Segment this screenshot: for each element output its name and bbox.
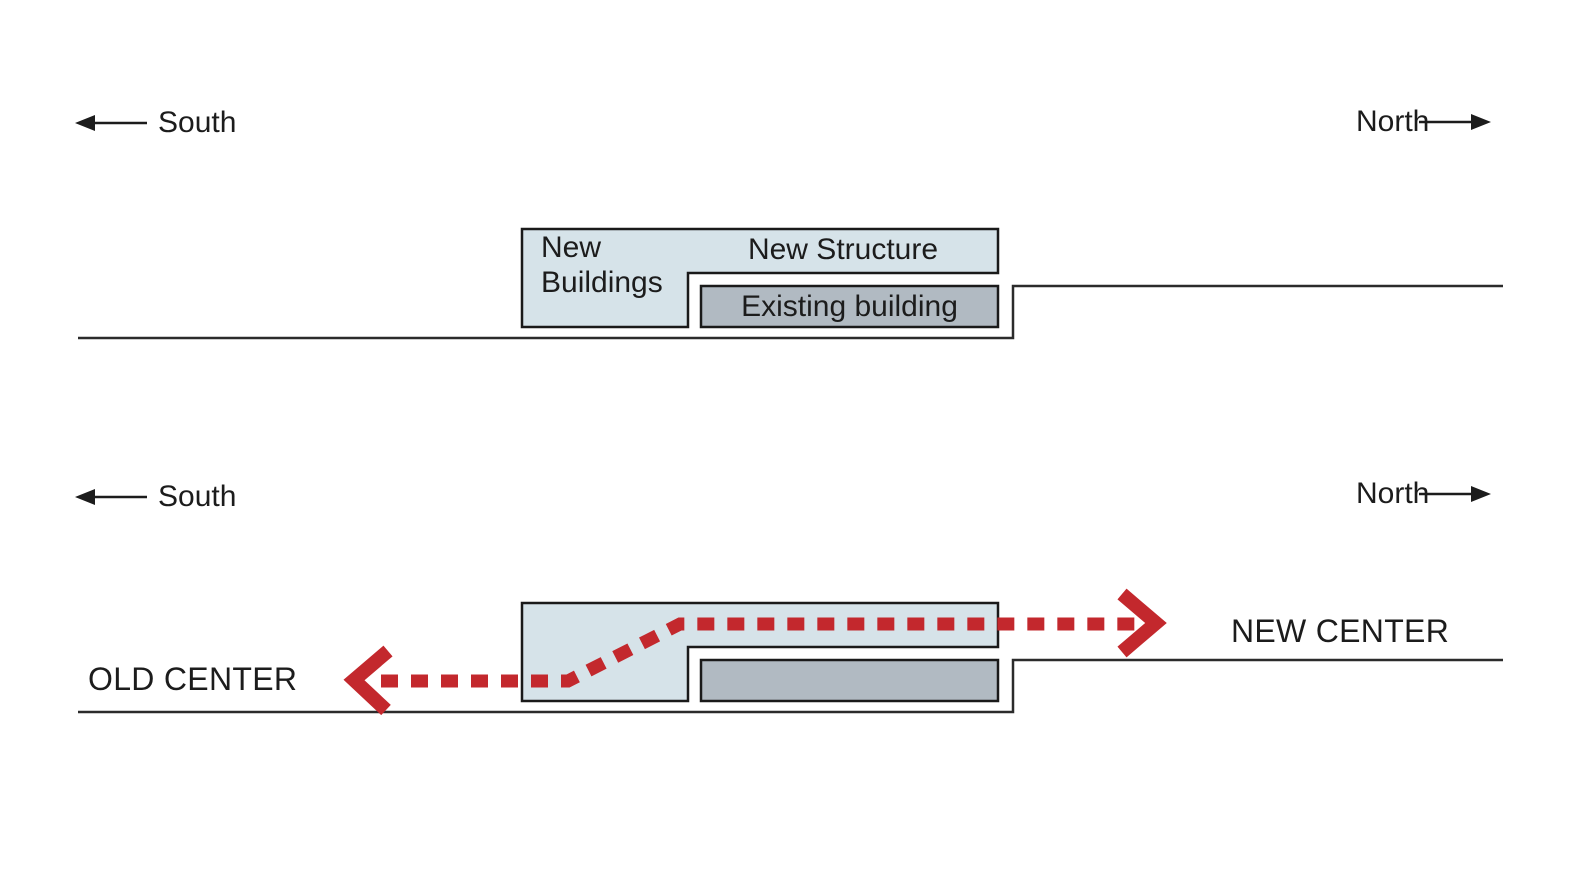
north-label: North	[1356, 105, 1430, 138]
south-label: South	[158, 106, 237, 139]
existing-building-label: Existing building	[741, 290, 958, 323]
south-arrow-icon	[75, 115, 147, 131]
existing-building-shape	[699, 284, 1000, 329]
route-dashed-line	[381, 617, 1136, 688]
ground-profile	[78, 284, 1503, 340]
route-right-chevron-icon	[1117, 588, 1167, 658]
south-label: South	[158, 480, 237, 513]
new-buildings-shape	[520, 227, 1000, 329]
new-buildings-label: New Buildings	[541, 231, 663, 299]
north-label: North	[1356, 477, 1430, 510]
south-arrow-icon	[75, 489, 147, 505]
route-left-chevron-icon	[343, 645, 393, 716]
ground-profile	[78, 658, 1503, 714]
route-path	[343, 588, 1167, 716]
north-arrow-icon	[1419, 114, 1491, 130]
new-center-label: NEW CENTER	[1231, 613, 1450, 649]
old-center-label: OLD CENTER	[88, 661, 298, 697]
new-structure-label: New Structure	[747, 233, 939, 266]
north-arrow-icon	[1419, 486, 1491, 502]
existing-building-shape	[699, 658, 1000, 703]
